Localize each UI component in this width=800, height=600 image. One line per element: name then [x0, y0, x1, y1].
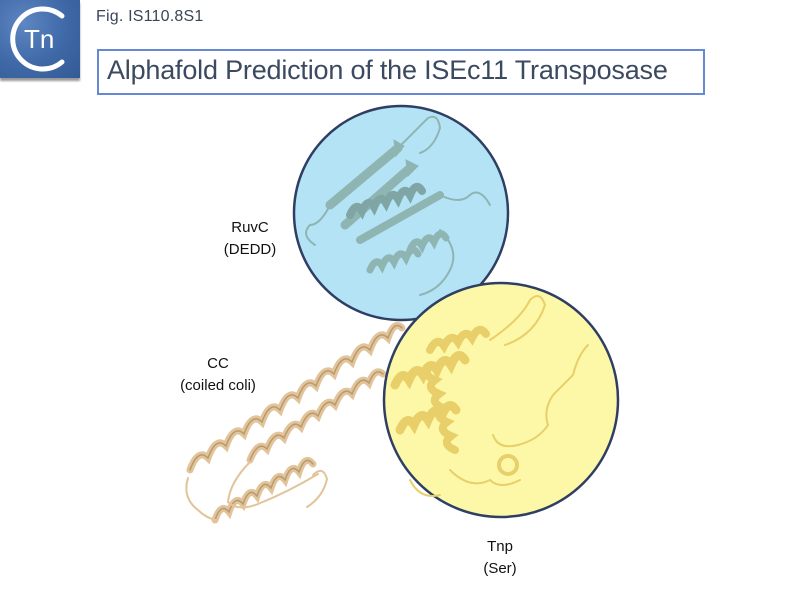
page-title: Alphafold Prediction of the ISEc11 Trans… — [107, 55, 668, 85]
ruvc-domain-highlight — [292, 104, 510, 322]
tnp-label: Tnp (Ser) — [450, 536, 550, 580]
ruvc-detail: (DEDD) — [223, 241, 277, 258]
tnp-name: Tnp — [487, 538, 513, 555]
tnp-detail: (Ser) — [483, 560, 517, 577]
tn-logo: Tn — [0, 0, 80, 78]
cc-coiled-coil-structure — [185, 322, 406, 524]
svg-text:Tn: Tn — [24, 24, 54, 54]
tn-c-logo-icon: Tn — [10, 6, 65, 72]
cc-detail: (coiled coli) — [180, 377, 256, 394]
cc-label: CC (coiled coli) — [158, 353, 278, 397]
tnp-domain-highlight — [382, 281, 620, 519]
ruvc-label: RuvC (DEDD) — [200, 217, 300, 261]
figure-id: Fig. IS110.8S1 — [96, 8, 204, 25]
title-box: Alphafold Prediction of the ISEc11 Trans… — [97, 49, 705, 95]
cc-name: CC — [207, 355, 229, 372]
ruvc-name: RuvC — [231, 219, 269, 236]
